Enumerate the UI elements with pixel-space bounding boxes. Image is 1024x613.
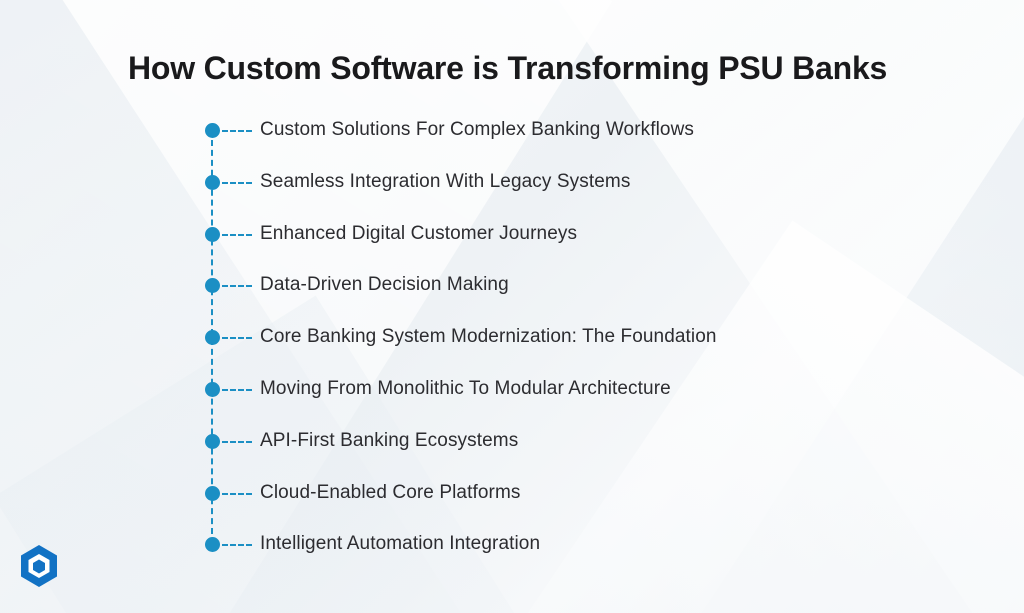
- timeline-dot: [205, 433, 220, 449]
- timeline-dot: [205, 174, 220, 190]
- timeline-item-label: Intelligent Automation Integration: [260, 533, 541, 555]
- hexagon-logo-icon: [21, 545, 57, 587]
- timeline-dot: [205, 278, 220, 294]
- timeline-dot: [205, 537, 220, 553]
- timeline-connector: [222, 440, 252, 443]
- timeline-item-label: API-First Banking Ecosystems: [260, 429, 519, 451]
- timeline-item-label: Cloud-Enabled Core Platforms: [260, 481, 521, 503]
- timeline-dot: [205, 485, 220, 501]
- timeline-connector: [222, 130, 252, 132]
- timeline-connector: [222, 233, 252, 236]
- page-title: How Custom Software is Transforming PSU …: [128, 50, 888, 86]
- timeline-connector: [222, 544, 252, 547]
- timeline-dot: [205, 226, 220, 242]
- timeline-item-label: Custom Solutions For Complex Banking Wor…: [260, 119, 695, 140]
- timeline-item-label: Data-Driven Decision Making: [260, 274, 509, 296]
- timeline-item-label: Enhanced Digital Customer Journeys: [260, 222, 578, 244]
- timeline-item-label: Core Banking System Modernization: The F…: [260, 326, 717, 348]
- timeline-dot: [205, 123, 220, 138]
- timeline-connector: [222, 181, 252, 184]
- timeline-item-label: Seamless Integration With Legacy Systems: [260, 170, 631, 192]
- timeline-dot: [205, 330, 220, 346]
- timeline-dot: [205, 382, 220, 397]
- timeline-item-label: Moving From Monolithic To Modular Archit…: [260, 378, 671, 399]
- timeline-connector: [222, 492, 252, 495]
- timeline-connector: [222, 389, 252, 391]
- timeline-connector: [222, 337, 252, 340]
- timeline-connector: [222, 285, 252, 288]
